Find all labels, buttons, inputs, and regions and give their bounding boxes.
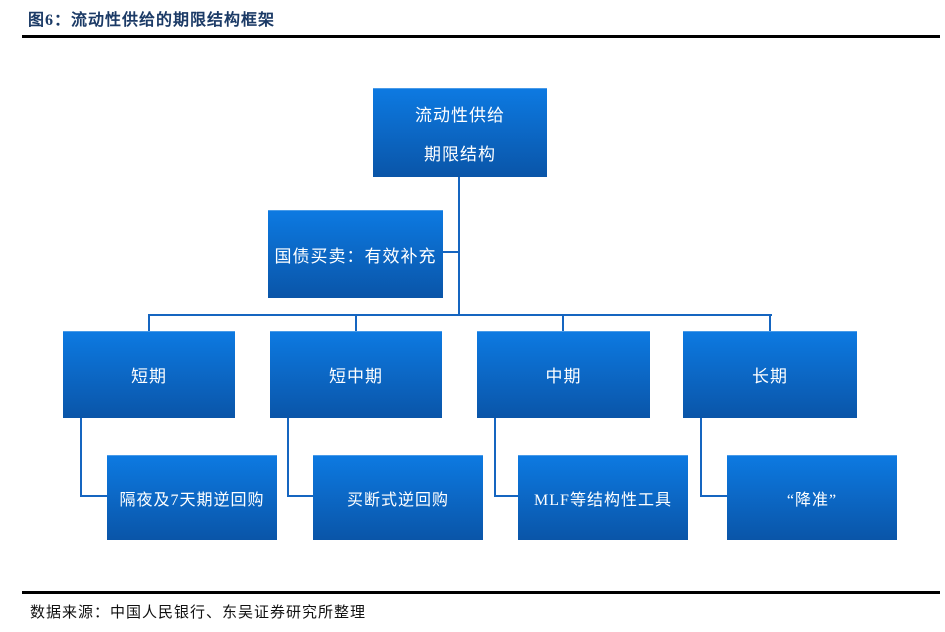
connector-drop-long xyxy=(769,314,771,332)
footer-divider xyxy=(22,591,940,594)
connector-root-stem xyxy=(458,177,460,316)
node-treasury-bond-supplement: 国债买卖：有效补充 xyxy=(268,210,443,298)
node-branch-short-mid-term: 短中期 xyxy=(270,331,442,418)
branch-label: 短中期 xyxy=(329,367,383,386)
root-label-line1: 流动性供给 xyxy=(415,105,505,125)
node-tool-overnight-7day-reverse-repo: 隔夜及7天期逆回购 xyxy=(107,455,277,540)
tool-label: “降准” xyxy=(786,491,838,509)
connector-drop-short xyxy=(148,314,150,332)
figure-title: 图6：流动性供给的期限结构框架 xyxy=(28,12,276,29)
node-branch-long-term: 长期 xyxy=(683,331,857,418)
tool-label: MLF等结构性工具 xyxy=(534,491,672,509)
root-label-line2: 期限结构 xyxy=(424,144,496,164)
connector-elbow-h-mid xyxy=(494,495,518,497)
data-source-note: 数据来源：中国人民银行、东吴证券研究所整理 xyxy=(30,605,367,621)
connector-drop-mid xyxy=(562,314,564,332)
node-tool-rrr-cut: “降准” xyxy=(727,455,897,540)
connector-elbow-v-short xyxy=(80,418,82,497)
tool-label: 买断式逆回购 xyxy=(346,491,449,509)
connector-elbow-h-long xyxy=(700,495,727,497)
connector-elbow-v-short-mid xyxy=(287,418,289,497)
connector-elbow-v-long xyxy=(700,418,702,497)
connector-elbow-h-short xyxy=(80,495,107,497)
connector-elbow-v-mid xyxy=(494,418,496,497)
node-tool-mlf-structural: MLF等结构性工具 xyxy=(518,455,688,540)
branch-label: 长期 xyxy=(752,367,788,386)
connector-distribution-bar xyxy=(148,314,772,316)
connector-drop-short-mid xyxy=(355,314,357,332)
tool-label: 隔夜及7天期逆回购 xyxy=(119,491,265,509)
connector-elbow-h-short-mid xyxy=(287,495,313,497)
supplement-label: 国债买卖：有效补充 xyxy=(274,246,437,266)
branch-label: 中期 xyxy=(545,367,582,386)
header-divider xyxy=(22,35,940,38)
branch-label: 短期 xyxy=(131,367,167,386)
node-branch-short-term: 短期 xyxy=(63,331,235,418)
node-liquidity-supply-root: 流动性供给 期限结构 xyxy=(373,88,547,177)
connector-supplement-link xyxy=(443,251,459,253)
node-tool-outright-reverse-repo: 买断式逆回购 xyxy=(313,455,483,540)
node-branch-mid-term: 中期 xyxy=(477,331,650,418)
